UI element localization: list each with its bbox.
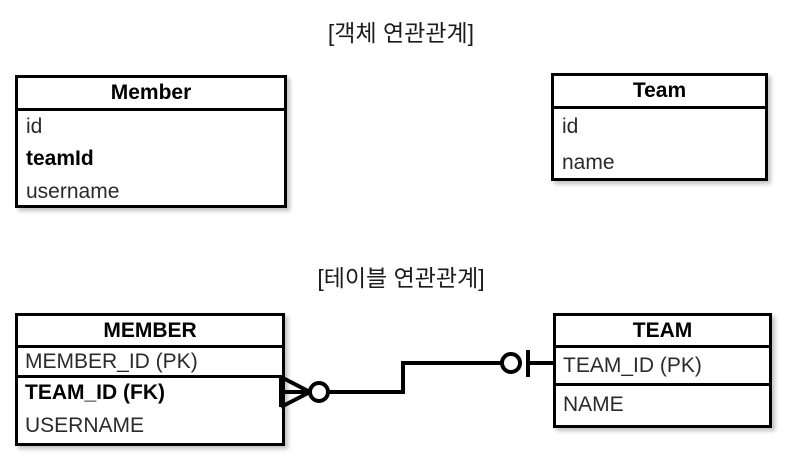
entity-team-table[interactable]: TEAM TEAM_ID (PK) NAME [553, 313, 772, 428]
entity-member-table-header: MEMBER [103, 318, 197, 342]
entity-team-object[interactable]: Team id name [551, 73, 768, 181]
field-member-table-username: USERNAME [25, 413, 145, 437]
field-team-table-team-id: TEAM_ID (PK) [556, 348, 769, 386]
entity-member-object[interactable]: Member id teamId username [15, 75, 287, 208]
field-team-id: id [562, 115, 579, 138]
field-team-table-name: NAME [563, 393, 624, 416]
entity-team-table-header: TEAM [632, 318, 693, 342]
section-title-table-relationship: [테이블 연관관계] [317, 265, 485, 291]
crows-foot-many-marker [279, 375, 311, 409]
cardinality-zero-circle-team-side [500, 352, 522, 374]
field-member-teamid: teamId [26, 147, 94, 171]
field-member-table-team-id: TEAM_ID (FK) [25, 381, 165, 404]
field-member-table-member-id: MEMBER_ID (PK) [18, 348, 282, 378]
field-member-username: username [26, 179, 120, 203]
relationship-line [327, 361, 502, 394]
field-team-name: name [562, 151, 615, 174]
entity-member-object-header: Member [110, 81, 192, 104]
entity-member-table-fields: MEMBER_ID (PK) TEAM_ID (FK) USERNAME [18, 345, 282, 443]
entity-member-table[interactable]: MEMBER MEMBER_ID (PK) TEAM_ID (FK) USERN… [15, 313, 285, 446]
field-member-id: id [26, 115, 43, 139]
entity-team-object-header: Team [632, 79, 687, 102]
cardinality-zero-circle-member-side [308, 381, 330, 403]
entity-team-table-fields: TEAM_ID (PK) NAME [556, 345, 769, 425]
entity-team-object-fields: id name [554, 106, 765, 178]
entity-member-object-fields: id teamId username [18, 108, 284, 205]
section-title-object-relationship: [객체 연관관계] [327, 20, 475, 46]
